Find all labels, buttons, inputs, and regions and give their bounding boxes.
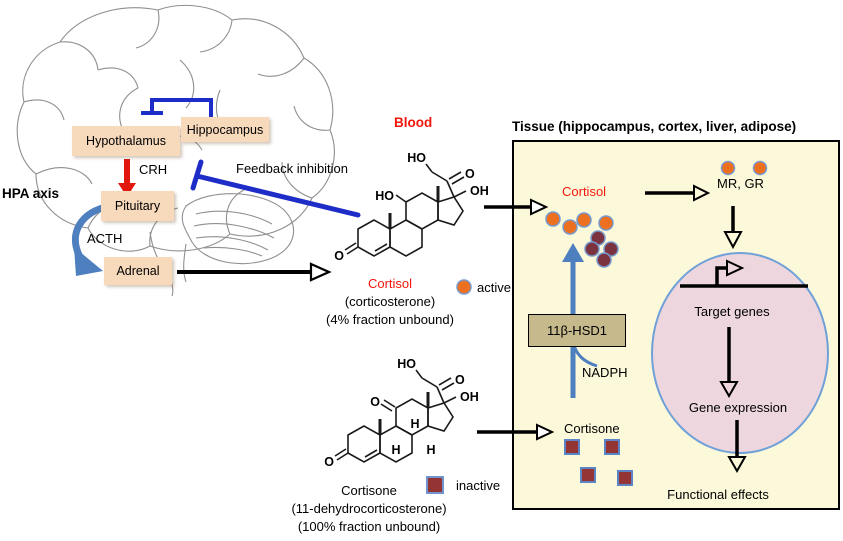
adrenal-label: Adrenal [116, 264, 160, 278]
crh-arrow [118, 159, 136, 197]
receptors-label: MR, GR [717, 176, 764, 191]
cortisone-structure: HO O OH O O H H H [324, 357, 478, 469]
cortisol-structure: HO O OH HO O [334, 151, 488, 263]
gene-expression-label: Gene expression [688, 400, 788, 415]
crh-label: CRH [139, 162, 168, 177]
hippocampus-label: Hippocampus [186, 122, 264, 137]
brain-illustration [16, 4, 335, 297]
tissue-cortisone-label: Cortisone [564, 421, 620, 436]
cortisone-unbound: (100% fraction unbound) [297, 519, 441, 534]
promoter-symbol [680, 259, 808, 288]
receptor-dots [720, 160, 768, 176]
inactive-legend-label: inactive [456, 478, 501, 493]
hypothalamus-label: Hypothalamus [86, 134, 166, 148]
cortisol-ho-top-label: HO [407, 151, 426, 165]
hpa-axis-label: HPA axis [2, 186, 60, 201]
acth-label: ACTH [87, 231, 123, 246]
cortisol-o-c3-label: O [334, 249, 344, 263]
tissue-cortisol-label: Cortisol [562, 184, 607, 199]
tissue-title: Tissue (hippocampus, cortex, liver, adip… [512, 119, 797, 134]
pituitary-box: Pituitary [101, 191, 174, 221]
pituitary-label: Pituitary [114, 199, 161, 213]
cortisol-to-receptors-arrow [645, 184, 711, 202]
cortisone-name: Cortisone [341, 483, 397, 498]
active-legend-label: active [477, 280, 511, 295]
receptors-to-nucleus-arrow [723, 206, 743, 250]
nadph-label: NADPH [582, 365, 628, 380]
cortisone-h3-label: H [426, 443, 435, 457]
cortisone-to-tissue-arrow [477, 423, 555, 441]
cortisone-h1-label: H [410, 417, 419, 431]
cortisol-oh-c17-label: OH [470, 184, 489, 198]
cortisol-unbound: (4% fraction unbound) [326, 312, 454, 327]
tissue-cortisone-squares [564, 439, 633, 486]
cortisone-o-c3-label: O [324, 455, 334, 469]
cortisone-oh-c17-label: OH [460, 390, 479, 404]
functional-effects-label: Functional effects [667, 487, 769, 502]
cortisone-o-c11-label: O [370, 395, 380, 409]
cortisone-o-c20-label: O [455, 373, 465, 387]
cortisol-name: Cortisol [367, 276, 413, 291]
cortisol-synonym: (corticosterone) [344, 294, 436, 309]
cortisol-to-tissue-arrow [484, 198, 549, 216]
expression-to-effects-arrow [727, 420, 747, 474]
cortisone-synonym: (11-dehydrocorticosterone) [291, 501, 447, 516]
cortisone-caption: Cortisone (11-dehydrocorticosterone) (10… [283, 482, 455, 536]
cortisol-o-c20-label: O [465, 167, 475, 181]
target-genes-to-expression-arrow [719, 327, 739, 399]
active-legend-dot [456, 279, 472, 295]
inactive-legend-square [426, 476, 444, 494]
adrenal-box: Adrenal [104, 257, 172, 285]
hippocampus-box: Hippocampus [181, 117, 269, 142]
feedback-inhibition-line [190, 159, 361, 218]
cortisol-ho-c11-label: HO [375, 189, 394, 203]
nucleus [651, 252, 829, 454]
hypothalamus-box: Hypothalamus [72, 126, 180, 156]
blood-label: Blood [394, 115, 433, 130]
cortisol-caption: Cortisol (corticosterone) (4% fraction u… [308, 275, 472, 329]
tissue-cortisol-dots [545, 211, 619, 268]
cortisone-h2-label: H [391, 443, 400, 457]
adrenal-to-cortisol-arrow [177, 262, 332, 282]
target-genes-label: Target genes [694, 304, 770, 319]
feedback-inhibition-label: Feedback inhibition [236, 161, 349, 176]
enzyme-label: 11β-HSD1 [547, 323, 607, 338]
cortisone-ho-top-label: HO [397, 357, 416, 371]
enzyme-box: 11β-HSD1 [528, 314, 626, 347]
hippocampus-inhibition-line [141, 98, 213, 118]
